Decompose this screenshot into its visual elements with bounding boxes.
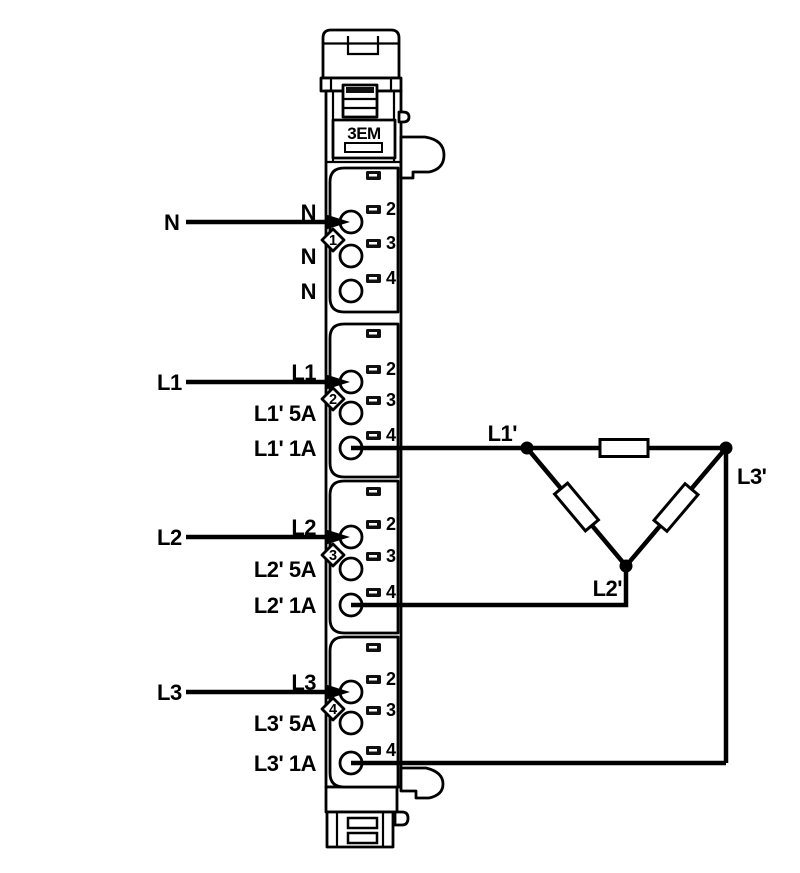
top-cap-handle xyxy=(346,36,380,56)
slot xyxy=(366,205,381,214)
section-1-diamond xyxy=(320,227,346,253)
terminal-label: L3 xyxy=(291,670,316,695)
resistor-l1-l3 xyxy=(598,438,650,458)
din-tab-top xyxy=(397,110,411,124)
slot xyxy=(366,706,381,715)
terminal-label: L2' 1A xyxy=(254,593,317,618)
slot xyxy=(366,746,381,755)
node-dot-l1-prime xyxy=(520,441,534,455)
terminal-circle xyxy=(338,556,364,582)
terminal-label: L2 xyxy=(291,515,316,540)
section-2-diamond xyxy=(320,386,346,412)
node-dot-l3-prime xyxy=(719,441,733,455)
din-rail-hook-top xyxy=(399,135,446,180)
terminal-circle xyxy=(338,710,364,736)
terminal-circle xyxy=(338,243,364,269)
module-marker-label: 3EM xyxy=(347,124,381,143)
node-label-l1-prime: L1' xyxy=(488,421,518,446)
input-arrow-l2 xyxy=(186,529,350,545)
bottom-latch-slot2 xyxy=(346,831,379,845)
terminal-number: 4 xyxy=(386,582,396,602)
terminal-circles xyxy=(338,209,364,776)
input-arrow-n xyxy=(186,214,350,230)
terminal-number: 3 xyxy=(386,390,396,410)
terminal-circle xyxy=(338,400,364,426)
bottom-latch-slot1 xyxy=(346,816,379,830)
slot xyxy=(366,239,381,248)
labels: N L1 L2 L3 N N N L1 L1' 5A L1' 1A L2 L2'… xyxy=(157,199,396,776)
slot xyxy=(366,487,381,496)
node-dot-l2-prime xyxy=(619,559,633,573)
section-4-diamond xyxy=(320,696,346,722)
din-rail-hook-bottom xyxy=(399,766,445,800)
section-markers: 1 2 3 4 xyxy=(320,227,346,722)
input-arrow-l1 xyxy=(186,374,350,390)
locking-clip-bar xyxy=(346,87,374,93)
terminal-label: L1' 5A xyxy=(254,401,317,426)
load-circuit: L1' L2' L3' xyxy=(351,421,767,766)
slot xyxy=(366,552,381,561)
slot xyxy=(366,171,381,180)
terminal-number: 3 xyxy=(386,546,396,566)
slot xyxy=(366,643,381,652)
terminal-label: L3' 5A xyxy=(254,711,317,736)
terminal-label: N xyxy=(301,279,316,304)
slot xyxy=(366,274,381,283)
terminal-number: 4 xyxy=(386,740,396,760)
marker-field xyxy=(344,142,383,153)
terminal-number: 2 xyxy=(386,359,396,379)
node-label-l2-prime: L2' xyxy=(593,576,623,601)
terminal-label: L1' 1A xyxy=(254,436,317,461)
terminal-number: 4 xyxy=(386,268,396,288)
terminal-label: N xyxy=(301,200,316,225)
terminal-sections: 1 2 3 4 xyxy=(320,166,400,789)
input-arrows xyxy=(186,214,350,700)
terminal-circle xyxy=(338,278,364,304)
terminal-number: 3 xyxy=(386,233,396,253)
release-slots xyxy=(366,171,381,755)
terminal-label: L1 xyxy=(291,360,316,385)
node-label-l3-prime: L3' xyxy=(737,464,767,489)
resistor-l2-l3 xyxy=(651,481,701,534)
section-2-index: 2 xyxy=(329,392,337,408)
input-arrow-l3 xyxy=(186,684,350,700)
slot xyxy=(366,588,381,597)
slot xyxy=(366,431,381,440)
slot xyxy=(366,365,381,374)
feeder-label-n: N xyxy=(164,210,179,235)
resistor-l1-l2 xyxy=(552,481,601,533)
feeder-label-l1: L1 xyxy=(157,370,182,395)
feeder-label-l3: L3 xyxy=(157,680,182,705)
section-3-diamond xyxy=(320,542,346,568)
section-3-index: 3 xyxy=(329,548,337,564)
terminal-number: 2 xyxy=(386,514,396,534)
slot xyxy=(366,675,381,684)
section-4-index: 4 xyxy=(329,702,337,718)
terminal-number: 3 xyxy=(386,700,396,720)
terminal-label: N xyxy=(301,244,316,269)
terminal-number: 4 xyxy=(386,425,396,445)
slot xyxy=(366,329,381,338)
din-tab-bottom xyxy=(393,810,410,827)
section-1-index: 1 xyxy=(329,233,337,249)
slot xyxy=(366,520,381,529)
module-bottom-band xyxy=(324,785,399,814)
terminal-number: 2 xyxy=(386,669,396,689)
terminal-label: L3' 1A xyxy=(254,751,317,776)
slot xyxy=(366,396,381,405)
wire-l2-prime xyxy=(351,566,629,608)
terminal-label: L2' 5A xyxy=(254,557,317,582)
feeder-label-l2: L2 xyxy=(157,525,182,550)
terminal-number: 2 xyxy=(386,199,396,219)
